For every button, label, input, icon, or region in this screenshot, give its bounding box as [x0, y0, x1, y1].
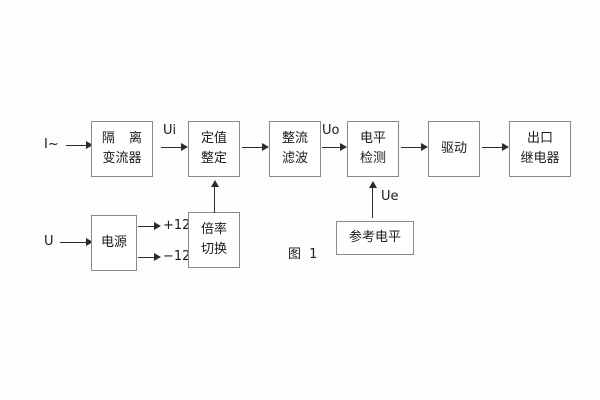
- arrow-right-icon: [154, 253, 161, 261]
- block-isolation-transformer[interactable]: 隔 离 变流器: [91, 121, 153, 177]
- signal-ue-label: Ue: [381, 189, 399, 204]
- block-multiplier-switch[interactable]: 倍率 切换: [188, 212, 240, 268]
- block-line: 切换: [200, 242, 227, 257]
- block-line: 电源: [100, 235, 127, 251]
- arrow-right-icon: [502, 143, 509, 151]
- arrow-up-icon: [369, 181, 377, 188]
- block-line: 滤波: [281, 151, 308, 166]
- connector-isolation-to-setting: [161, 147, 183, 148]
- block-line: 隔 离: [101, 131, 148, 147]
- connector-voltage-to-power: [60, 242, 88, 243]
- block-line: 出口: [526, 131, 553, 147]
- connector-setting-to-rectify: [242, 147, 264, 148]
- arrow-right-icon: [86, 141, 93, 149]
- block-output-relay[interactable]: 出口 继电器: [509, 121, 571, 177]
- arrow-right-icon: [86, 238, 93, 246]
- block-line: 变流器: [102, 151, 142, 166]
- block-rectify-filter[interactable]: 整流 滤波: [269, 121, 321, 177]
- figure-caption: 图 1: [288, 247, 320, 262]
- arrow-right-icon: [154, 222, 161, 230]
- block-line: 整流: [281, 131, 308, 147]
- block-line: 定值: [200, 131, 227, 147]
- connector-rail-positive: [138, 226, 156, 227]
- connector-level-to-drive: [401, 147, 423, 148]
- connector-drive-to-relay: [482, 147, 504, 148]
- connector-rail-negative: [138, 257, 156, 258]
- block-reference-level[interactable]: 参考电平: [336, 221, 414, 255]
- block-line: 继电器: [520, 151, 560, 166]
- block-power-supply[interactable]: 电源: [91, 215, 137, 271]
- input-voltage-label: U: [44, 234, 54, 249]
- arrow-right-icon: [181, 143, 188, 151]
- connector-current-to-isolation: [66, 145, 88, 146]
- block-setting-value[interactable]: 定值 整定: [188, 121, 240, 177]
- input-current-label: I~: [44, 137, 59, 152]
- arrow-right-icon: [340, 143, 347, 151]
- connector-multiplier-to-setting: [214, 186, 215, 213]
- connector-rectify-to-level: [322, 147, 342, 148]
- block-line: 参考电平: [348, 230, 401, 246]
- block-line: 检测: [359, 151, 386, 166]
- arrow-up-icon: [211, 180, 219, 187]
- signal-uo-label: Uo: [322, 123, 340, 138]
- arrow-right-icon: [262, 143, 269, 151]
- connector-reference-to-level: [372, 186, 373, 218]
- block-line: 电平: [359, 131, 386, 147]
- block-line: 驱动: [440, 141, 467, 157]
- arrow-right-icon: [421, 143, 428, 151]
- block-drive[interactable]: 驱动: [428, 121, 480, 177]
- block-line: 倍率: [200, 222, 227, 238]
- block-level-detect[interactable]: 电平 检测: [347, 121, 399, 177]
- block-line: 整定: [200, 151, 227, 166]
- signal-ui-label: Ui: [163, 123, 177, 138]
